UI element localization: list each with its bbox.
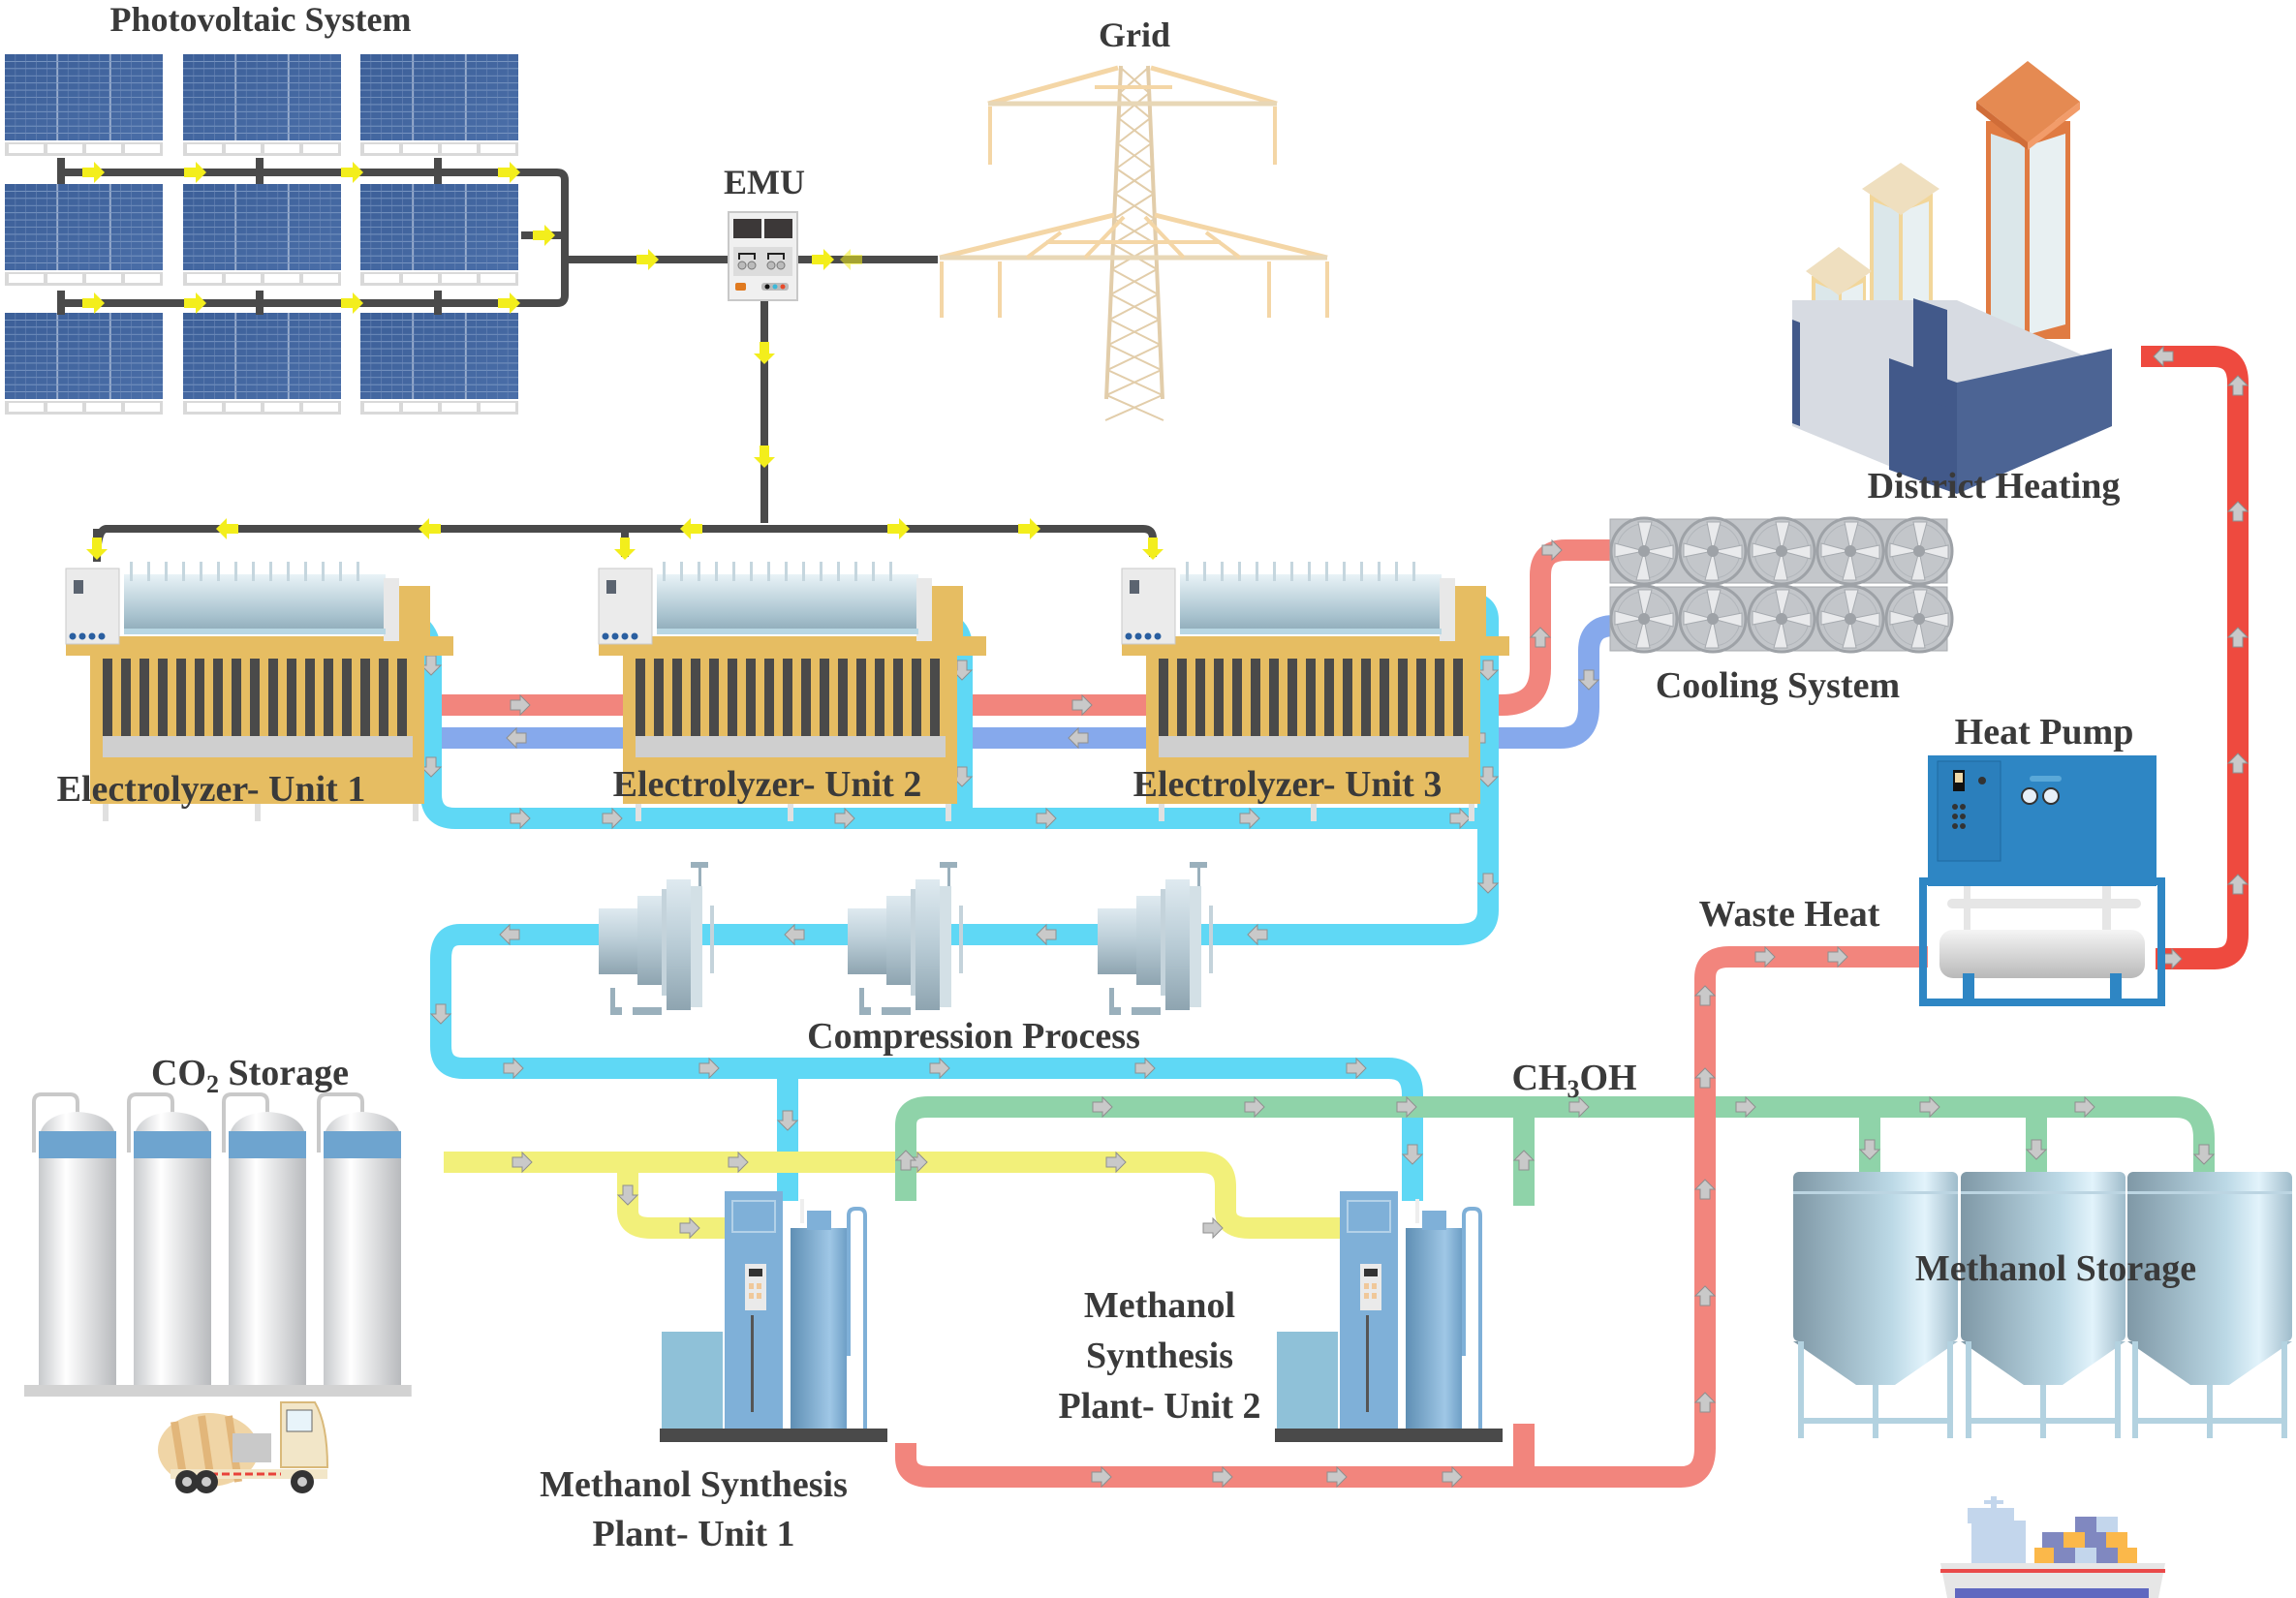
msp2-label-line1: Methanol [1084, 1285, 1235, 1326]
transmission-tower [939, 65, 1329, 421]
compressor [848, 862, 963, 1015]
grid-label: Grid [1099, 15, 1170, 54]
methanol-silo [1961, 1172, 2125, 1438]
methanol-synthesis-plants [660, 1191, 1503, 1442]
emu-label: EMU [724, 163, 805, 201]
pv-panel [360, 54, 518, 156]
co2-truck-icon [158, 1401, 329, 1493]
district-heating-buildings [1792, 61, 2112, 494]
fan-icon [1609, 516, 1679, 586]
fan-icon [1815, 516, 1885, 586]
methanol-storage-label: Methanol Storage [1915, 1248, 2196, 1289]
co2-tank [127, 1092, 211, 1395]
ch3oh-label: CH3OH [1511, 1058, 1636, 1103]
waste-heat-pipe [895, 946, 1928, 1488]
fan-icon [1609, 584, 1679, 654]
fan-icon [1678, 584, 1748, 654]
co2-storage-label: CO2 Storage [151, 1053, 349, 1098]
electrolyzer-2-label: Electrolyzer- Unit 2 [613, 764, 922, 805]
waste-heat-label: Waste Heat [1699, 894, 1880, 935]
pv-panel [183, 184, 341, 286]
co2-tank [222, 1092, 306, 1395]
cooling-system-label: Cooling System [1656, 665, 1900, 706]
pv-panel [360, 313, 518, 415]
synthesis-plant [1275, 1191, 1503, 1442]
compressor [599, 862, 714, 1015]
co2-tank-base [24, 1385, 412, 1397]
fan-icon [1747, 516, 1816, 586]
methanol-silo [1793, 1172, 1958, 1438]
electrolyzer-unit [1121, 562, 1509, 821]
electrolyzer-unit [65, 562, 453, 821]
pv-array [5, 54, 518, 415]
pv-panel [183, 54, 341, 156]
electrolyzer-3-label: Electrolyzer- Unit 3 [1133, 764, 1443, 805]
fan-icon [1884, 584, 1954, 654]
district-heat-pipe [2141, 346, 2249, 969]
pv-panel [183, 313, 341, 415]
heat-pump [1919, 755, 2165, 1006]
co2-storage-tanks [24, 1092, 412, 1397]
msp2-label-line3: Plant- Unit 2 [1059, 1386, 1261, 1427]
fan-icon [1678, 516, 1748, 586]
electrolyzer-1-label: Electrolyzer- Unit 1 [57, 769, 366, 810]
ship-icon [1940, 1496, 2165, 1598]
methanol-storage-silos [1793, 1172, 2292, 1438]
co2-tank [32, 1092, 116, 1395]
emu-unit [728, 211, 798, 301]
pv-panel [5, 313, 163, 415]
msp2-label-line2: Synthesis [1086, 1336, 1233, 1376]
district-heating-label: District Heating [1868, 466, 2121, 507]
cooling-system [1609, 516, 1954, 654]
co2-pipe [444, 1152, 1347, 1239]
fan-icon [1815, 584, 1885, 654]
methanol-silo [2127, 1172, 2292, 1438]
msp1-label-line2: Plant- Unit 1 [593, 1514, 795, 1554]
compression-process-label: Compression Process [807, 1016, 1140, 1057]
fan-icon [1747, 584, 1816, 654]
electrolyzer-unit [598, 562, 986, 821]
pv-panel [5, 54, 163, 156]
electrolyzers [65, 562, 1509, 821]
compressors [599, 862, 1213, 1015]
methanol-pipe [895, 1096, 2215, 1201]
co2-tank [317, 1092, 401, 1395]
pv-panel [5, 184, 163, 286]
heat-pump-label: Heat Pump [1955, 712, 2134, 753]
pv-panel [360, 184, 518, 286]
synthesis-plant [660, 1191, 887, 1442]
pv-system-label: Photovoltaic System [110, 0, 412, 39]
compressor [1098, 862, 1213, 1015]
msp1-label-line1: Methanol Synthesis [540, 1464, 848, 1505]
fan-icon [1884, 516, 1954, 586]
